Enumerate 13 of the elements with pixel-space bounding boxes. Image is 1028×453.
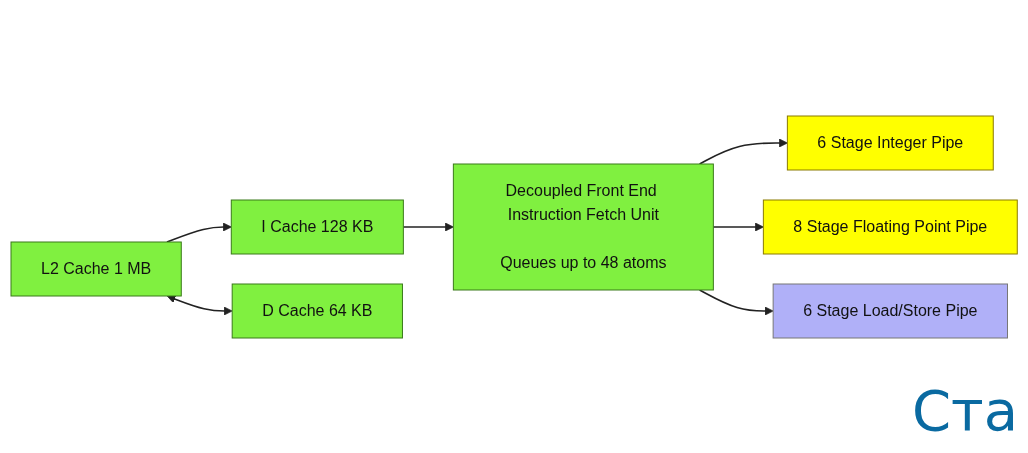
node-box: D Cache 64 KB bbox=[231, 283, 403, 338]
arrow bbox=[166, 294, 233, 315]
node-box: L2 Cache 1 MB bbox=[10, 241, 182, 296]
node-box: 6 Stage Integer Pipe bbox=[786, 115, 994, 170]
arrow bbox=[402, 222, 454, 231]
node-box: Decoupled Front End Instruction Fetch Unit Queues up to 48 atoms bbox=[452, 163, 714, 290]
node-box: I Cache 128 KB bbox=[230, 199, 404, 254]
heading-fragment: Ста bbox=[911, 378, 1018, 443]
arrow bbox=[698, 288, 774, 315]
node-box: 8 Stage Floating Point Pipe bbox=[762, 199, 1018, 254]
arrow bbox=[712, 222, 764, 231]
node-box: 6 Stage Load/Store Pipe bbox=[772, 283, 1008, 338]
arrow bbox=[698, 138, 788, 165]
